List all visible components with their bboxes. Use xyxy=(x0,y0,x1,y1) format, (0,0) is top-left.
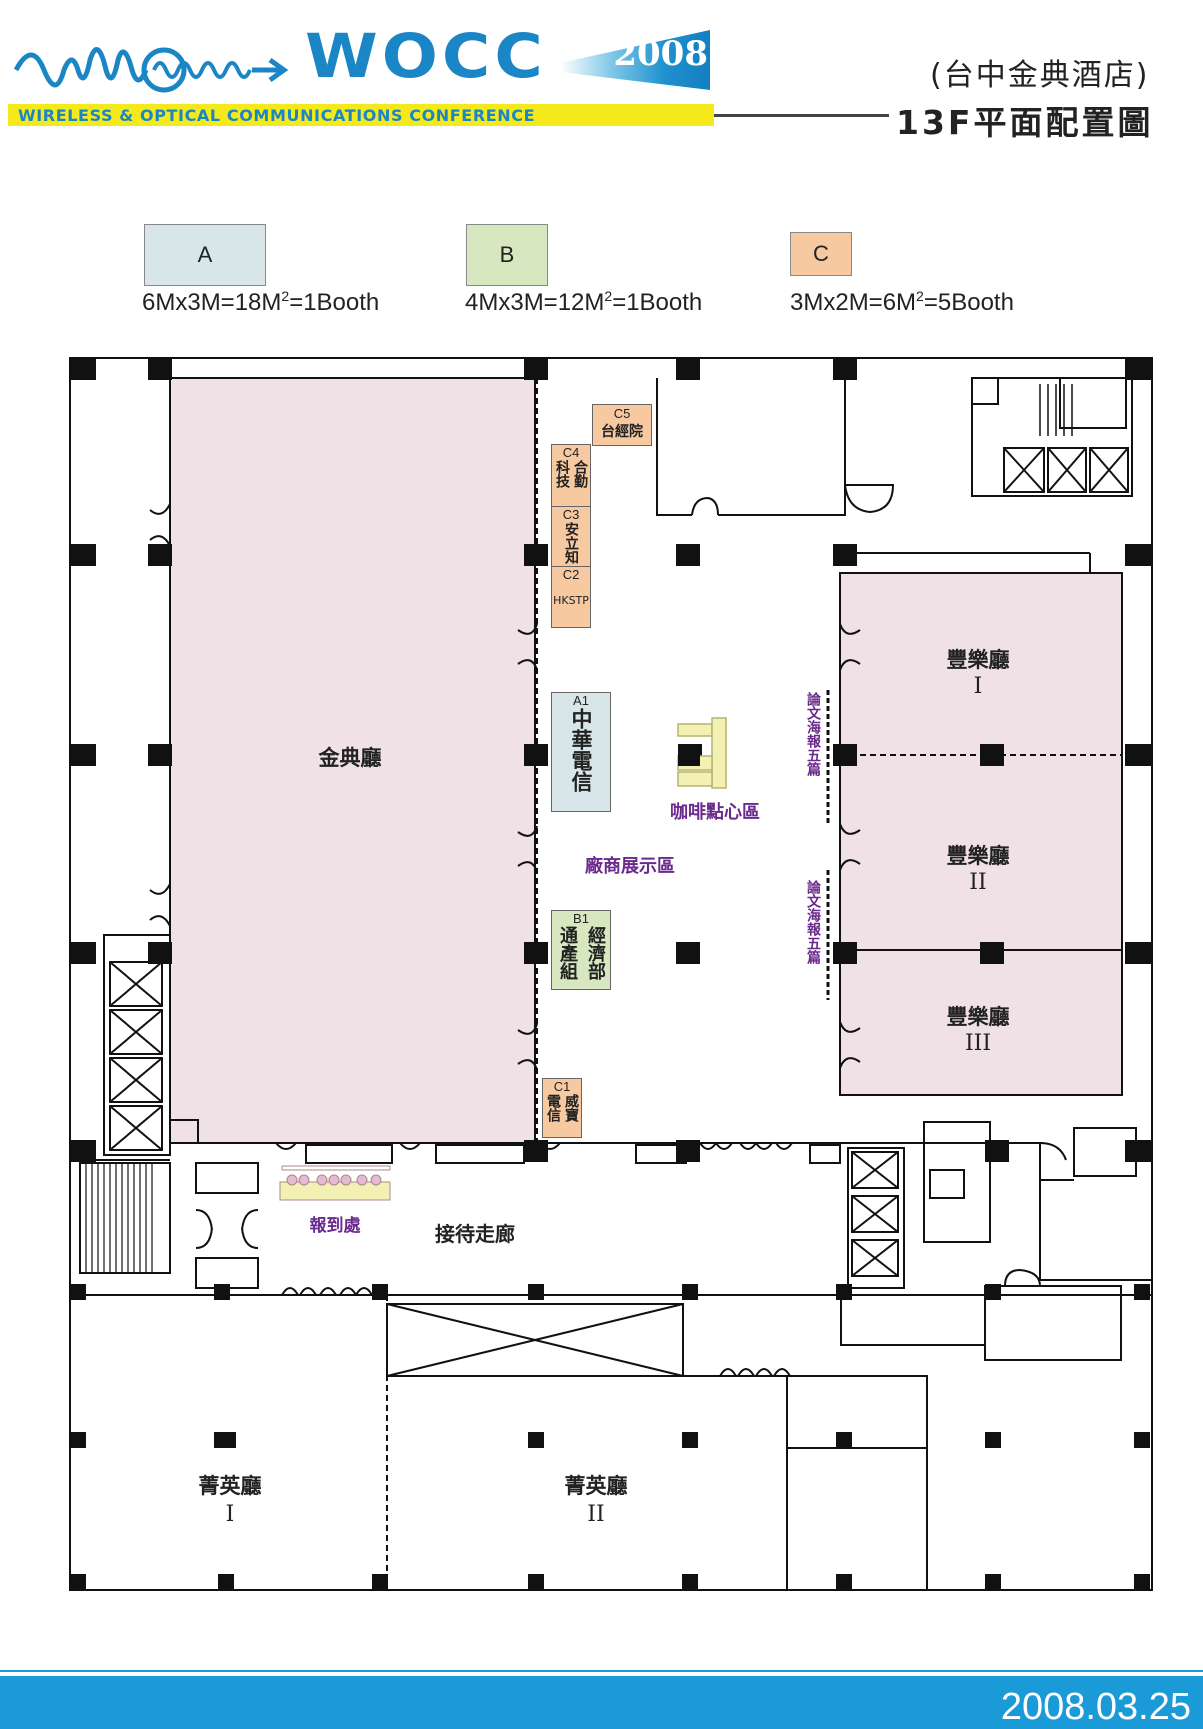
booth-c4[interactable]: C4 合勤 科技 xyxy=(551,444,591,508)
signal-wave-icon xyxy=(14,47,289,93)
conference-name: WIRELESS & OPTICAL COMMUNICATIONS CONFER… xyxy=(18,106,536,125)
booth-code: C2 xyxy=(562,567,580,582)
venue-name: (台中金典酒店) xyxy=(930,58,1150,93)
jindian-hall-label: 金典廳 xyxy=(318,746,382,770)
conference-banner xyxy=(8,104,714,126)
title-connector-line xyxy=(714,114,889,117)
registration-desk xyxy=(279,1165,391,1201)
header: WOCC 2008 WIRELESS & OPTICAL COMMUNICATI… xyxy=(0,0,1203,160)
registration-label: 報到處 xyxy=(309,1216,361,1236)
booth-name-col: 威寶 xyxy=(563,1094,579,1122)
cafe-area-label: 咖啡點心區 xyxy=(670,802,760,823)
booth-code: C3 xyxy=(562,507,580,522)
exhibit-area-label: 廠商展示區 xyxy=(585,856,675,877)
legend-code: C xyxy=(813,241,829,266)
legend-swatch-a: A xyxy=(144,224,266,286)
jingying-hall-2-number: II xyxy=(587,1502,605,1527)
jingying-hall-1-label: 菁英廳 xyxy=(198,1474,262,1498)
booth-name: 台經院 xyxy=(601,424,643,440)
corridor-label: 接待走廊 xyxy=(435,1222,515,1246)
booth-c1[interactable]: C1 威寶 電信 xyxy=(542,1078,582,1138)
legend-swatch-b: B xyxy=(466,224,548,286)
footer-rule xyxy=(0,1670,1203,1672)
booth-name-col: 通產組 xyxy=(557,926,578,980)
booth-name-col: 經濟部 xyxy=(585,926,606,980)
fengle-hall-1-number: I xyxy=(973,674,983,699)
booth-name: 安立知 xyxy=(563,522,579,564)
booth-code: A1 xyxy=(573,693,589,708)
booth-code: C4 xyxy=(562,445,580,460)
booth-code: B1 xyxy=(573,911,589,926)
booth-name-col: 電信 xyxy=(545,1094,561,1122)
legend-code: B xyxy=(499,242,515,267)
footer-bar xyxy=(0,1676,1203,1729)
legend-swatch-c: C xyxy=(790,232,852,276)
fengle-hall-3-number: III xyxy=(964,1031,992,1056)
booth-name: 中華電信 xyxy=(569,708,593,792)
fengle-hall-1-label: 豐樂廳 xyxy=(946,648,1010,672)
logo-text: WOCC xyxy=(305,21,547,92)
legend-spec-a: 6Mx3M=18M2=1Booth xyxy=(142,288,380,316)
fengle-hall-area xyxy=(839,572,1123,1096)
legend-code: A xyxy=(197,242,213,267)
floor-title: 13F平面配置圖 xyxy=(896,103,1154,142)
booth-a1[interactable]: A1 中華電信 xyxy=(551,692,611,812)
booth-c2[interactable]: C2 HKSTP xyxy=(551,566,591,628)
booth-name-col: 科技 xyxy=(554,460,570,488)
booth-c5[interactable]: C5 台經院 xyxy=(592,404,652,446)
legend-spec-c: 3Mx2M=6M2=5Booth xyxy=(790,288,1014,316)
plan-date: 2008.03.25 xyxy=(1000,1686,1191,1728)
jingying-hall-1-number: I xyxy=(225,1502,235,1527)
jingying-hall-2-label: 菁英廳 xyxy=(564,1474,628,1498)
fengle-hall-3-label: 豐樂廳 xyxy=(946,1005,1010,1029)
booth-code: C5 xyxy=(613,406,631,421)
legend-spec-b: 4Mx3M=12M2=1Booth xyxy=(465,288,703,316)
booth-c3[interactable]: C3 安立知 xyxy=(551,506,591,568)
poster-area-1-label: 論文海報五篇 xyxy=(805,692,821,776)
fengle-hall-2-label: 豐樂廳 xyxy=(946,844,1010,868)
booth-code: C1 xyxy=(553,1079,571,1094)
logo-year: 2008 xyxy=(613,34,708,74)
booth-b1[interactable]: B1 經濟部 通產組 xyxy=(551,910,611,990)
jindian-hall-area xyxy=(169,377,536,1144)
outer-wall xyxy=(69,357,1153,1591)
fengle-hall-2-number: II xyxy=(969,870,987,895)
booth-name: HKSTP xyxy=(553,594,589,607)
booth-name-col: 合勤 xyxy=(572,460,588,488)
poster-area-2-label: 論文海報五篇 xyxy=(805,880,821,964)
